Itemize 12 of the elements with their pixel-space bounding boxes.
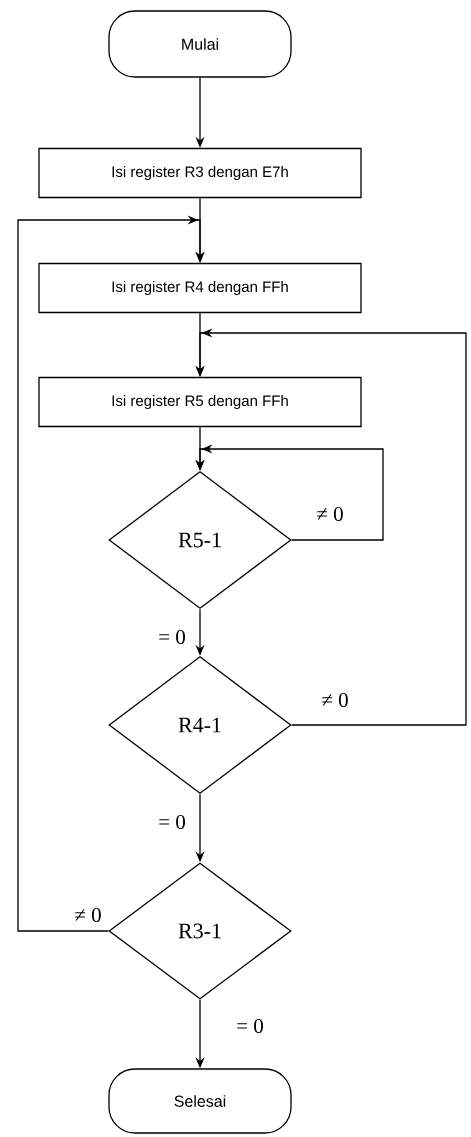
process-box: Isi register R5 dengan FFh — [38, 376, 362, 428]
terminal-box: Selesai — [108, 1068, 292, 1134]
terminal-box: Mulai — [108, 10, 292, 78]
edge-label: ≠ 0 — [320, 691, 350, 709]
process-box: Isi register R4 dengan FFh — [38, 262, 362, 314]
edge-label: = 0 — [157, 813, 187, 831]
edge-label: ≠ 0 — [73, 906, 103, 924]
edge-label: = 0 — [235, 1017, 265, 1035]
edge-label: ≠ 0 — [315, 505, 345, 523]
process-box: Isi register R3 dengan E7h — [38, 147, 362, 199]
edge-label: = 0 — [157, 628, 187, 646]
arrow — [17, 215, 205, 932]
